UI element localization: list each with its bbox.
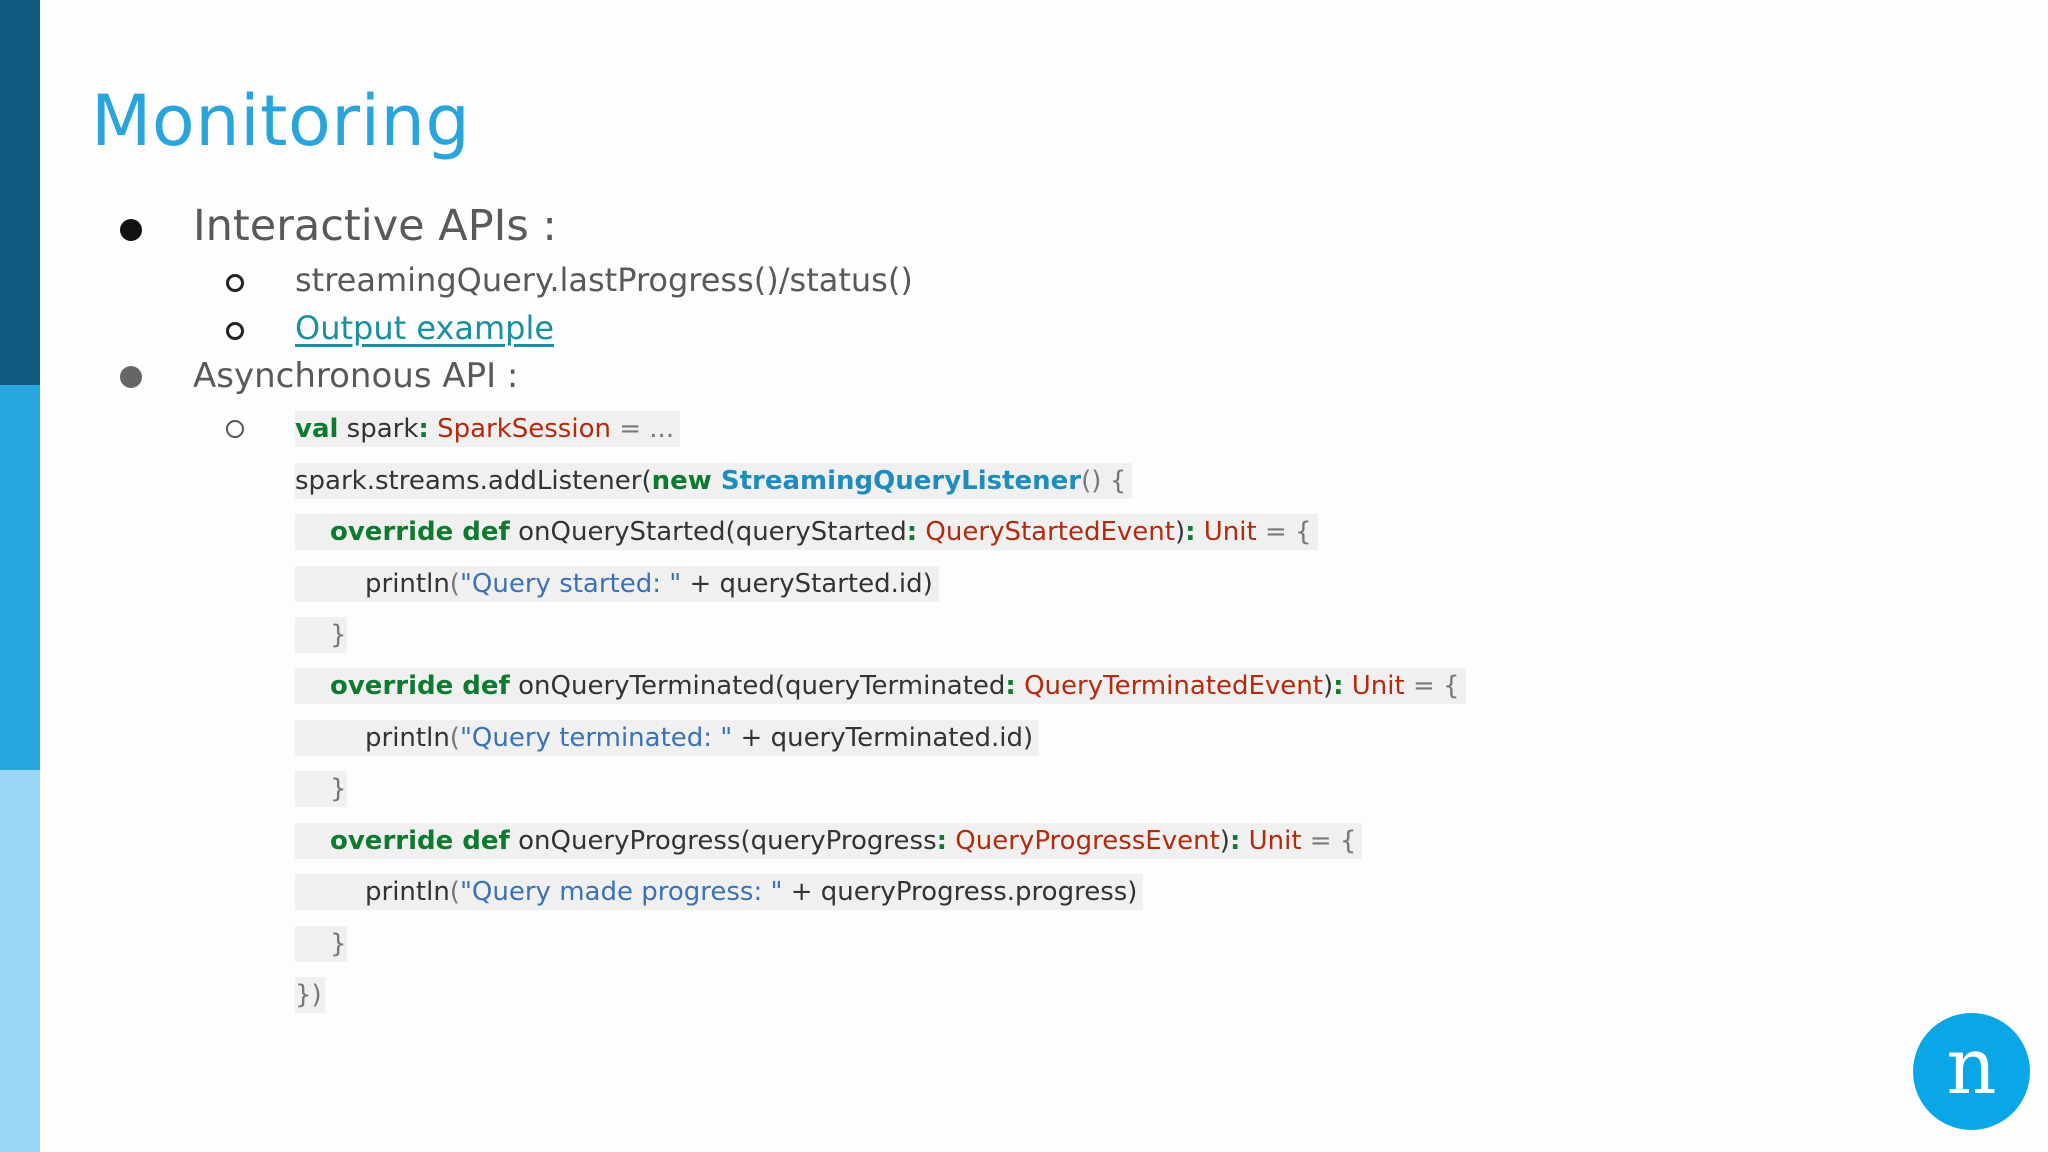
code-line-12: }) [295, 977, 325, 1013]
code-line-3: override def onQueryStarted(queryStarted… [295, 514, 1318, 550]
n-logo-icon: n [1913, 1013, 2030, 1130]
bullet-dot [120, 219, 142, 241]
bullet-dot [120, 366, 142, 388]
async-api-heading: Asynchronous API : [193, 356, 519, 396]
code-line-5: } [295, 617, 347, 653]
output-example-link[interactable]: Output example [295, 309, 555, 347]
code-line-1: val spark: SparkSession = ... [295, 411, 681, 447]
sub-bullet-circle [226, 420, 244, 438]
sub-bullet-circle [226, 322, 244, 340]
code-line-2: spark.streams.addListener(new StreamingQ… [295, 463, 1133, 499]
side-bar-mid [0, 385, 40, 770]
code-line-9: override def onQueryProgress(queryProgre… [295, 823, 1363, 859]
side-bar-light [0, 770, 40, 1152]
last-progress-item: streamingQuery.lastProgress()/status() [295, 261, 913, 299]
code-line-11: } [295, 926, 347, 962]
sub-bullet-circle [226, 274, 244, 292]
code-line-7: println("Query terminated: " + queryTerm… [295, 720, 1040, 756]
code-line-10: println("Query made progress: " + queryP… [295, 874, 1144, 910]
interactive-apis-heading: Interactive APIs : [193, 201, 557, 251]
code-line-6: override def onQueryTerminated(queryTerm… [295, 668, 1466, 704]
code-line-8: } [295, 771, 347, 807]
side-bar-dark [0, 0, 40, 385]
code-line-4: println("Query started: " + queryStarted… [295, 566, 939, 602]
slide-title: Monitoring [91, 80, 471, 162]
